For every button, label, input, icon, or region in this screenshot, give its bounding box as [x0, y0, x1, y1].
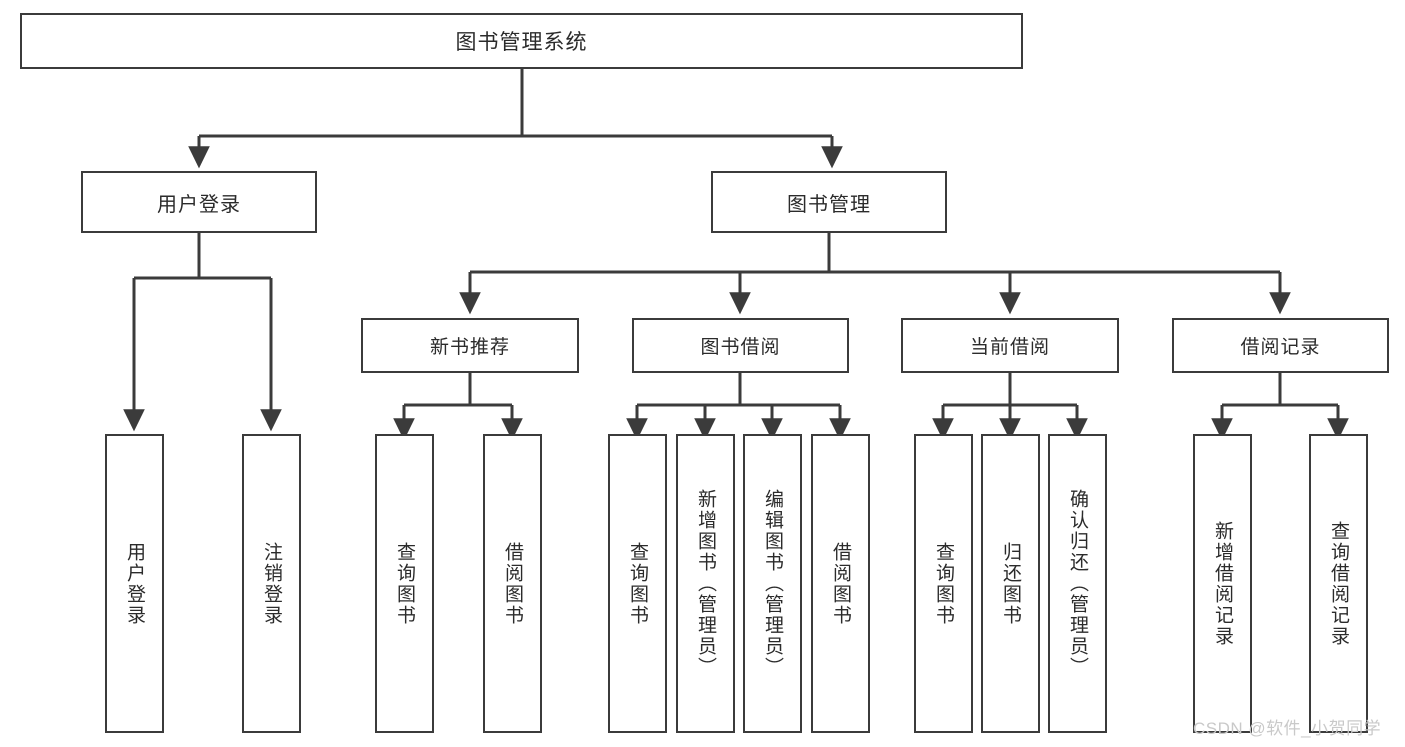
leaf-logout[interactable]: 注销登录 — [242, 434, 301, 733]
leaf-query-book-current-label: 查询图书 — [933, 541, 954, 626]
node-book-management[interactable]: 图书管理 — [711, 171, 947, 233]
leaf-query-borrow-record[interactable]: 查询借阅记录 — [1309, 434, 1368, 733]
leaf-add-book-admin-label: 新增图书（管理员） — [695, 489, 716, 678]
node-borrow-record[interactable]: 借阅记录 — [1172, 318, 1389, 373]
leaf-query-book-recommend-label: 查询图书 — [394, 541, 415, 626]
node-book-management-label: 图书管理 — [787, 193, 871, 216]
leaf-add-borrow-record-label: 新增借阅记录 — [1212, 520, 1233, 647]
node-book-borrow[interactable]: 图书借阅 — [632, 318, 849, 373]
leaf-borrow-book-recommend-label: 借阅图书 — [502, 541, 523, 626]
leaf-query-book-current[interactable]: 查询图书 — [914, 434, 973, 733]
leaf-query-borrow-record-label: 查询借阅记录 — [1328, 520, 1349, 647]
leaf-borrow-book-recommend[interactable]: 借阅图书 — [483, 434, 542, 733]
leaf-borrow-book-label: 借阅图书 — [830, 541, 851, 626]
leaf-user-login[interactable]: 用户登录 — [105, 434, 164, 733]
leaf-edit-book-admin-label: 编辑图书（管理员） — [762, 489, 783, 678]
node-current-borrow-label: 当前借阅 — [969, 337, 1050, 358]
node-root[interactable]: 图书管理系统 — [20, 13, 1023, 69]
node-book-borrow-label: 图书借阅 — [700, 337, 781, 358]
node-root-label: 图书管理系统 — [455, 31, 588, 54]
leaf-query-book[interactable]: 查询图书 — [608, 434, 667, 733]
leaf-return-book[interactable]: 归还图书 — [981, 434, 1040, 733]
node-user-login[interactable]: 用户登录 — [81, 171, 317, 233]
leaf-query-book-recommend[interactable]: 查询图书 — [375, 434, 434, 733]
watermark: CSDN @软件_小贺同学 — [1193, 719, 1382, 738]
node-user-login-label: 用户登录 — [157, 193, 241, 216]
node-borrow-record-label: 借阅记录 — [1240, 337, 1321, 358]
leaf-return-book-label: 归还图书 — [1000, 541, 1021, 626]
leaf-add-borrow-record[interactable]: 新增借阅记录 — [1193, 434, 1252, 733]
leaf-user-login-label: 用户登录 — [124, 541, 145, 626]
node-current-borrow[interactable]: 当前借阅 — [901, 318, 1119, 373]
leaf-confirm-return-admin[interactable]: 确认归还（管理员） — [1048, 434, 1107, 733]
leaf-edit-book-admin[interactable]: 编辑图书（管理员） — [743, 434, 802, 733]
node-new-book-recommend-label: 新书推荐 — [429, 337, 510, 358]
node-new-book-recommend[interactable]: 新书推荐 — [361, 318, 579, 373]
leaf-logout-label: 注销登录 — [261, 541, 282, 626]
leaf-borrow-book[interactable]: 借阅图书 — [811, 434, 870, 733]
leaf-add-book-admin[interactable]: 新增图书（管理员） — [676, 434, 735, 733]
leaf-query-book-label: 查询图书 — [627, 541, 648, 626]
leaf-confirm-return-admin-label: 确认归还（管理员） — [1067, 489, 1088, 678]
